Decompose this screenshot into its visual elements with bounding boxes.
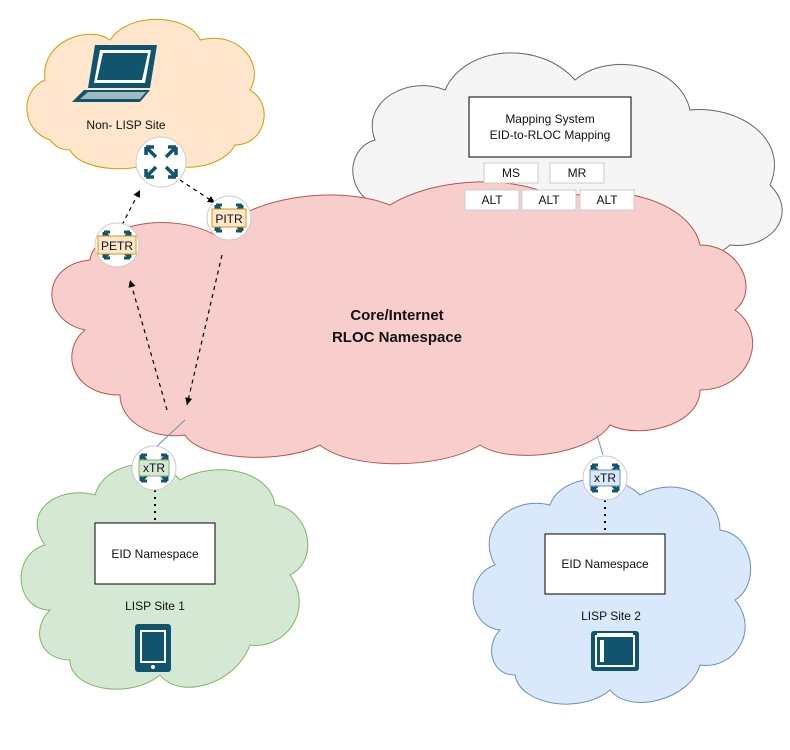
site1-xtr-router <box>131 445 177 491</box>
petr-badge <box>97 235 137 255</box>
non-lisp-site-label: Non- LISP Site <box>86 118 165 132</box>
mapping-system-title-1: Mapping System <box>505 112 594 126</box>
mapping-system-box <box>468 96 632 158</box>
site2-eid-box <box>544 533 666 595</box>
ms-label: MS <box>502 166 520 180</box>
site1-xtr-badge <box>138 459 170 477</box>
arrow-xtr-to-petr <box>128 279 168 411</box>
site1-eid-label: EID Namespace <box>111 547 199 561</box>
alt-label-1: ALT <box>481 193 503 207</box>
mapping-system-title-2: EID-to-RLOC Mapping <box>490 128 611 142</box>
petr-router <box>94 222 140 268</box>
screen-icon <box>591 631 639 671</box>
alt-box-3 <box>579 189 635 211</box>
pitr-badge <box>211 208 247 228</box>
site1-xtr-label: xTR <box>143 461 165 475</box>
site1-link <box>154 419 186 449</box>
site2-xtr-badge <box>589 469 621 487</box>
pitr-router <box>206 195 252 241</box>
site2-link <box>596 434 604 456</box>
alt-box-2 <box>521 189 577 211</box>
site2-eid-label: EID Namespace <box>561 557 649 571</box>
ms-box <box>483 162 539 184</box>
alt-box-1 <box>464 189 520 211</box>
alt-label-2: ALT <box>538 193 560 207</box>
site1-label: LISP Site 1 <box>125 599 185 613</box>
pitr-label: PITR <box>215 212 243 226</box>
arrow-pitr-to-xtr <box>185 254 223 406</box>
alt-label-3: ALT <box>596 193 618 207</box>
core-title-2: RLOC Namespace <box>332 329 462 346</box>
petr-label: PETR <box>101 239 133 253</box>
mr-box <box>549 162 605 184</box>
laptop-icon <box>72 45 157 102</box>
arrow-nonlisp-to-pitr <box>179 179 216 204</box>
mr-label: MR <box>568 166 587 180</box>
site2-xtr-router <box>582 455 628 501</box>
site1-eid-box <box>94 522 216 585</box>
arrow-petr-to-nonlisp <box>121 189 141 226</box>
tablet-icon <box>135 624 171 672</box>
core-title-1: Core/Internet <box>350 307 443 324</box>
site2-xtr-label: xTR <box>594 471 616 485</box>
router-icon <box>135 136 187 188</box>
site2-label: LISP Site 2 <box>581 609 641 623</box>
